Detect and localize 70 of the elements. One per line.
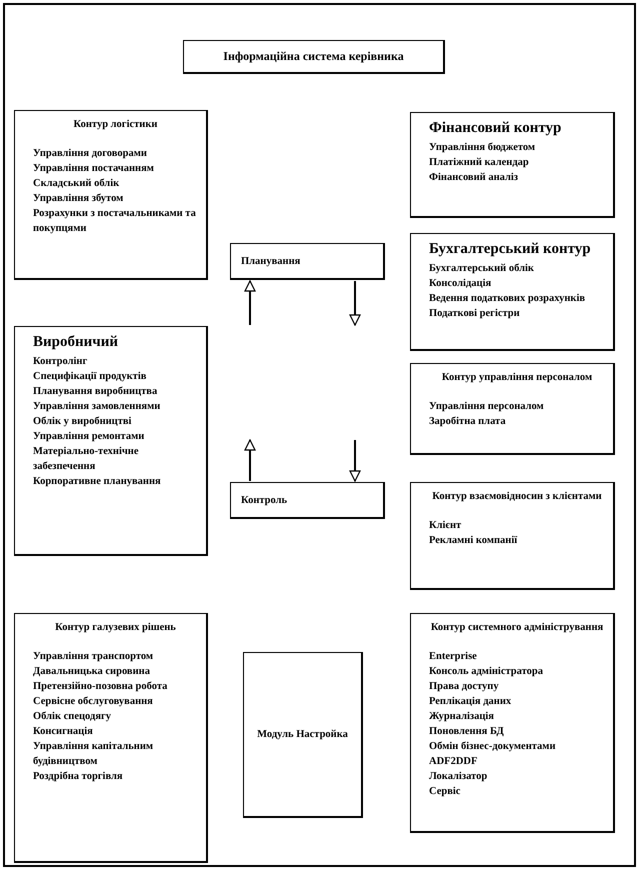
module-box <box>410 112 615 218</box>
list-item: Корпоративне планування <box>33 475 162 489</box>
list-item: Права доступу <box>429 680 500 694</box>
list-item: Управління замовленнями <box>33 400 162 414</box>
box-heading: Контур галузевих рішень <box>54 621 177 635</box>
list-item: Консоль адміністратора <box>429 665 544 679</box>
module-box <box>410 482 615 590</box>
list-item: Консолідація <box>429 277 492 291</box>
process-box <box>183 40 445 74</box>
arrow <box>349 281 361 326</box>
list-item: Претензійно-позовна робота <box>33 680 168 694</box>
list-item: Enterprise <box>429 650 478 664</box>
process-box <box>230 482 385 519</box>
list-item: Управління капітальним будівництвом <box>33 740 154 769</box>
arrow <box>349 440 361 482</box>
box-label: Інформаційна система керівника <box>223 49 404 64</box>
box-heading: Контур управління персоналом <box>440 371 594 385</box>
module-box <box>14 613 208 863</box>
arrow <box>244 439 256 481</box>
box-label: Модуль Настройка <box>257 728 348 742</box>
list-item: Роздрібна торгівля <box>33 770 124 784</box>
list-item: Управління договорами <box>33 147 148 161</box>
list-item: Управління персоналом <box>429 400 545 414</box>
list-item: Управління постачанням <box>33 162 155 176</box>
list-item: Консигнація <box>33 725 94 739</box>
box-heading: Виробничий <box>33 333 120 352</box>
box-label: Планування <box>241 254 300 268</box>
list-item: Давальницька сировина <box>33 665 151 679</box>
list-item: Клієнт <box>429 519 462 533</box>
box-heading: Бухгалтерський контур <box>429 240 592 259</box>
list-item: Складський облік <box>33 177 120 191</box>
list-item: Ведення податкових розрахунків <box>429 292 586 306</box>
arrow <box>244 280 256 325</box>
list-item: Фінансовий аналіз <box>429 171 519 185</box>
list-item: Облік у виробництві <box>33 415 132 429</box>
module-box <box>14 110 208 280</box>
process-box <box>230 243 385 280</box>
box-heading: Контур системного адміністрування <box>430 621 604 635</box>
list-item: Сервіс <box>429 785 462 799</box>
list-item: Планування виробництва <box>33 385 158 399</box>
list-item: Журналізація <box>429 710 495 724</box>
list-item: Бухгалтерський облік <box>429 262 535 276</box>
module-box <box>410 233 615 351</box>
list-item: Облік спецодягу <box>33 710 112 724</box>
box-heading: Контур логістики <box>72 118 158 132</box>
list-item: Сервісне обслуговування <box>33 695 154 709</box>
module-box <box>410 613 615 833</box>
list-item: Управління бюджетом <box>429 141 536 155</box>
list-item: Локалізатор <box>429 770 488 784</box>
list-item: Управління ремонтами <box>33 430 146 444</box>
list-item: Специфікації продуктів <box>33 370 148 384</box>
list-item: Рекламні компанії <box>429 534 518 548</box>
list-item: Реплікація даних <box>429 695 512 709</box>
module-box <box>410 363 615 455</box>
module-box <box>14 326 208 556</box>
list-item: Матеріально-технічне забезпечення <box>33 445 140 474</box>
list-item: Платіжний календар <box>429 156 530 170</box>
list-item: ADF2DDF <box>429 755 478 769</box>
box-heading: Контур взаємовідносин з клієнтами <box>431 490 603 504</box>
list-item: Заробітна плата <box>429 415 507 429</box>
process-box <box>243 652 363 818</box>
box-heading: Фінансовий контур <box>429 119 562 138</box>
box-label: Контроль <box>241 494 288 508</box>
list-item: Контролінг <box>33 355 88 369</box>
list-item: Розрахунки з постачальниками та покупцями <box>33 207 197 236</box>
list-item: Управління транспортом <box>33 650 154 664</box>
list-item: Обмін бізнес-документами <box>429 740 557 754</box>
list-item: Управління збутом <box>33 192 124 206</box>
list-item: Податкові регістри <box>429 307 521 321</box>
list-item: Поновлення БД <box>429 725 505 739</box>
